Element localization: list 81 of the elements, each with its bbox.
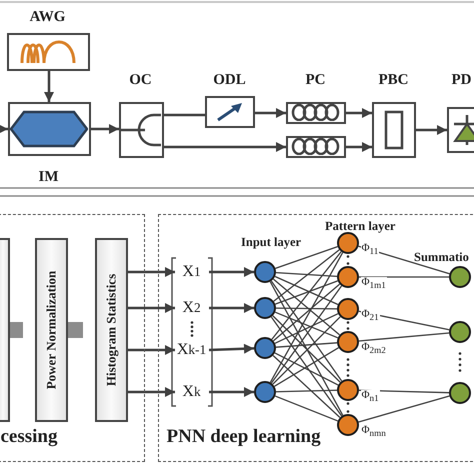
layer-label: Pattern layer — [325, 220, 396, 232]
neuron-circle — [336, 414, 358, 436]
layer-label: Summatio — [414, 251, 469, 264]
connection-line — [276, 307, 337, 310]
component-label: AWG — [30, 10, 66, 24]
arrow — [346, 108, 372, 118]
process-box — [34, 238, 68, 422]
dashed-panel — [158, 214, 474, 462]
component-label: IM — [38, 170, 58, 184]
neuron-circle — [336, 266, 358, 288]
neuron-label: Φ$_{11}$ — [360, 242, 380, 256]
arrow — [164, 142, 286, 152]
arrow — [128, 387, 175, 397]
neuron-circle — [336, 232, 358, 254]
neuron-circle — [448, 382, 470, 404]
arrow — [209, 267, 254, 277]
connection-line — [272, 355, 340, 418]
connection-line — [274, 312, 338, 338]
arrow — [209, 303, 254, 313]
connection-line — [275, 280, 338, 305]
connection-line — [271, 251, 342, 340]
arrow — [416, 125, 447, 135]
process-box — [94, 238, 128, 422]
component-label: PC — [306, 72, 326, 88]
connection-line — [270, 316, 342, 416]
arrow — [128, 303, 175, 313]
connection-line — [273, 249, 340, 302]
block-arrow — [9, 322, 23, 338]
connection-line — [272, 284, 340, 342]
panel-title: PNN deep learning — [166, 426, 321, 446]
neuron-circle — [448, 320, 470, 342]
connection-line — [358, 390, 450, 394]
connection-line — [359, 276, 449, 278]
block-label: Power Normalization — [44, 270, 58, 389]
neuron-circle — [254, 336, 276, 358]
arrow — [255, 108, 286, 118]
arrow — [128, 345, 175, 355]
neuron-circle — [336, 330, 358, 352]
block-arrow — [68, 322, 83, 338]
connection-line — [358, 310, 450, 330]
dashed-panel — [0, 214, 145, 462]
arrow — [346, 142, 372, 152]
neuron-label: Φ$_{nmn}$ — [360, 424, 387, 438]
connection-line — [270, 252, 344, 383]
neuron-label: Φ$_{n1}$ — [360, 390, 380, 403]
arrow — [128, 267, 175, 277]
connection-line — [274, 395, 338, 422]
connection-line — [358, 246, 450, 274]
arrow — [209, 387, 254, 397]
arrow — [91, 124, 119, 134]
connection-line — [276, 390, 338, 392]
layer-label: Input layer — [241, 236, 302, 248]
connection-line — [164, 114, 205, 116]
block-label: Histogram Statistics — [104, 273, 118, 386]
neuron-circle — [336, 298, 358, 320]
neuron-circle — [448, 266, 470, 288]
connection-line — [358, 332, 450, 342]
connection-line — [276, 342, 338, 348]
neuron-label: Φ$_{2m2}$ — [360, 342, 387, 355]
connection-line — [273, 278, 340, 336]
connection-line — [275, 246, 338, 269]
component-label: ODL — [213, 72, 246, 88]
connection-line — [358, 395, 450, 423]
component-label: OC — [129, 72, 152, 88]
connection-line — [274, 276, 338, 306]
neuron-label: Φ$_{21}$ — [360, 308, 380, 322]
arrow — [208, 344, 254, 354]
block-box — [286, 136, 346, 158]
component-label: PD — [452, 72, 472, 88]
panel-title: cessing — [0, 426, 58, 446]
connection-line — [270, 281, 344, 416]
neuron-circle — [254, 260, 276, 282]
arrow — [44, 71, 54, 102]
neuron-circle — [336, 378, 358, 400]
connection-line — [274, 313, 338, 344]
component-label: PBC — [378, 72, 408, 88]
arrow — [0, 124, 8, 134]
connection-line — [276, 272, 338, 277]
neuron-circle — [254, 380, 276, 402]
neuron-label: Φ$_{1m1}$ — [360, 276, 387, 290]
neuron-circle — [254, 296, 276, 318]
